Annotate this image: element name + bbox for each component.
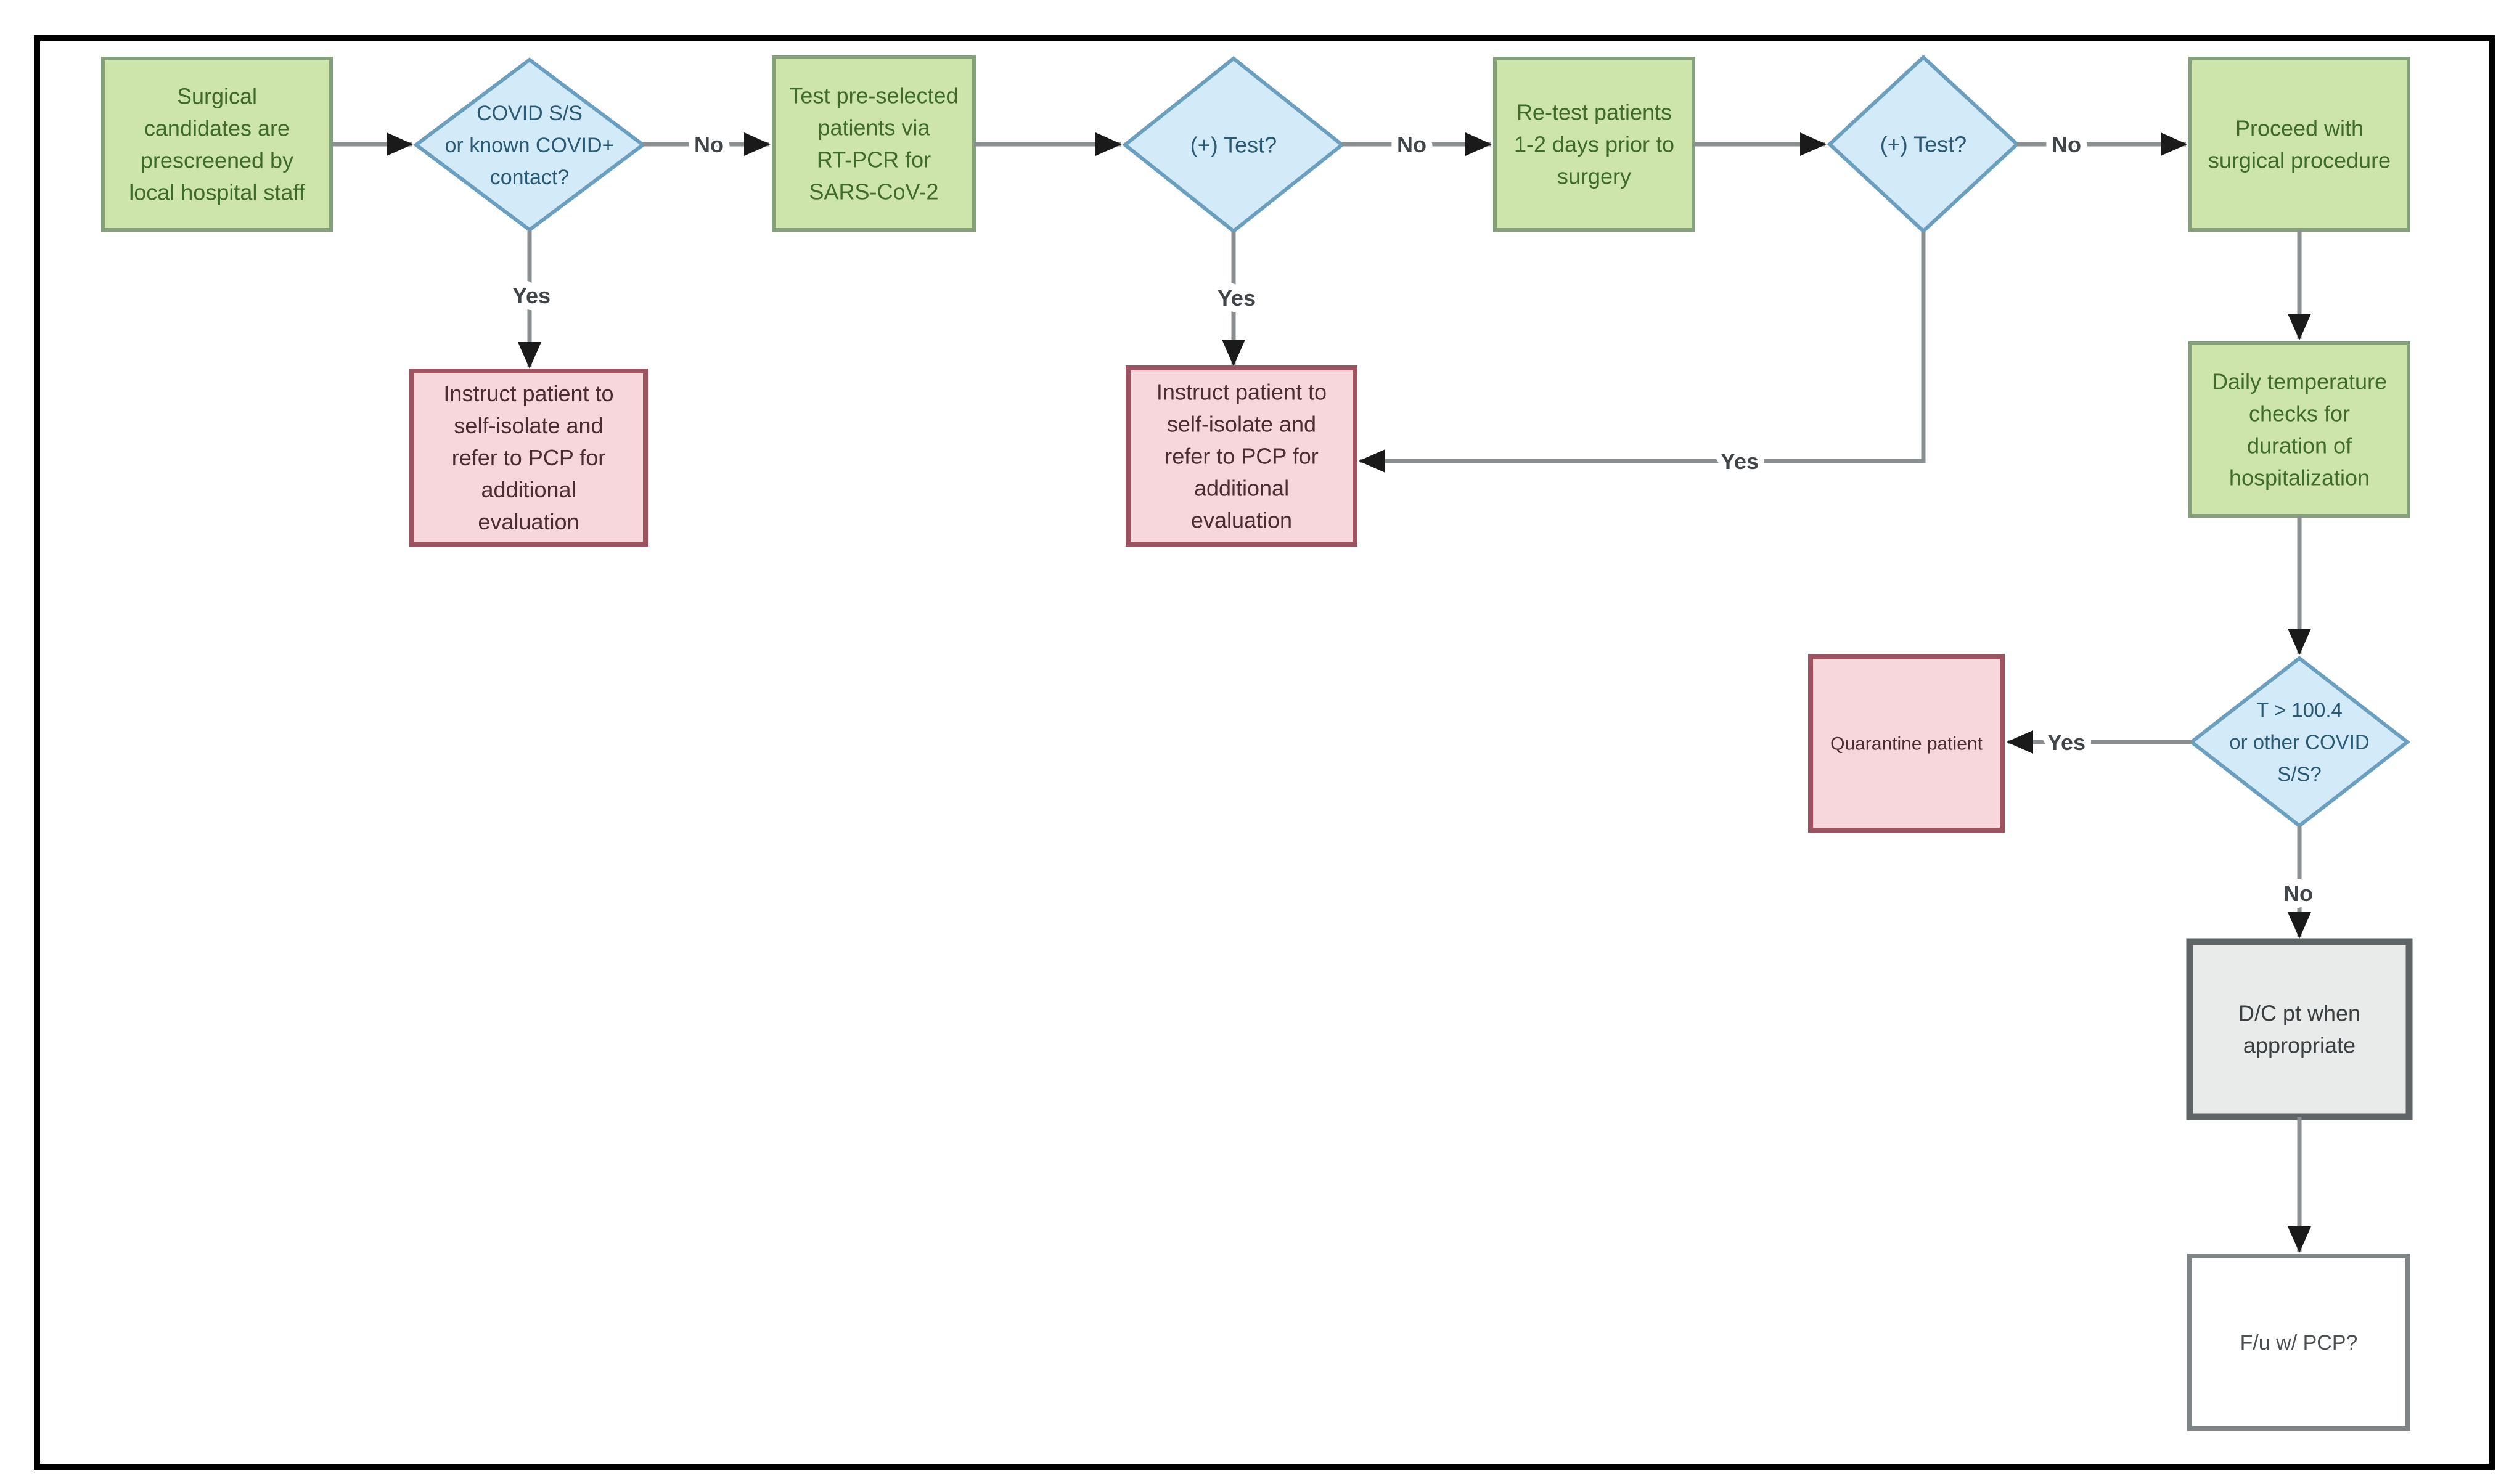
test2-yes-line xyxy=(1359,231,1926,473)
pos-test-1-label: (+) Test? xyxy=(1190,132,1277,158)
followup-label: F/u w/ PCP? xyxy=(2240,1331,2358,1355)
edge-test1-no: No xyxy=(1342,125,1492,164)
quarantine-label: Quarantine patient xyxy=(1830,734,1983,754)
self-isolate-2-shape xyxy=(1126,365,1357,547)
fever-yes-label: Yes xyxy=(2047,730,2085,755)
test2-yes-label: Yes xyxy=(1721,449,1759,474)
edge-covid-yes: Yes xyxy=(505,230,557,369)
covid-no-label: No xyxy=(694,132,724,157)
node-pos-test-1: (+) Test? xyxy=(1122,56,1345,234)
quarantine-shape xyxy=(1808,654,2005,833)
edge-fever-no: No xyxy=(2277,826,2320,939)
pos-test-2-label: (+) Test? xyxy=(1880,132,1967,157)
node-followup: F/u w/ PCP? xyxy=(2187,1254,2410,1431)
proceed-surgery-shape xyxy=(2188,57,2410,232)
edge-covid-no: No xyxy=(643,125,771,164)
rtpcr-test-shape xyxy=(772,55,976,232)
test1-no-label: No xyxy=(1397,132,1426,157)
fever-no-label: No xyxy=(2283,881,2313,906)
node-quarantine: Quarantine patient xyxy=(1808,654,2005,833)
covid-yes-label: Yes xyxy=(512,283,551,308)
followup-shape xyxy=(2187,1254,2410,1431)
discharge-shape xyxy=(2186,938,2413,1120)
edge-test1-yes: Yes xyxy=(1211,231,1263,366)
test1-yes-label: Yes xyxy=(1218,285,1256,311)
self-isolate-1-shape xyxy=(409,369,648,547)
edge-test2-no: No xyxy=(2017,125,2187,164)
node-pos-test-2: (+) Test? xyxy=(1827,54,2020,234)
prescreen-shape xyxy=(101,57,333,232)
diagram-frame xyxy=(34,35,2495,1470)
edge-test2-yes: Yes xyxy=(1359,231,1926,481)
edge-fever-yes: Yes xyxy=(2007,723,2192,762)
test2-no-label: No xyxy=(2052,132,2081,157)
